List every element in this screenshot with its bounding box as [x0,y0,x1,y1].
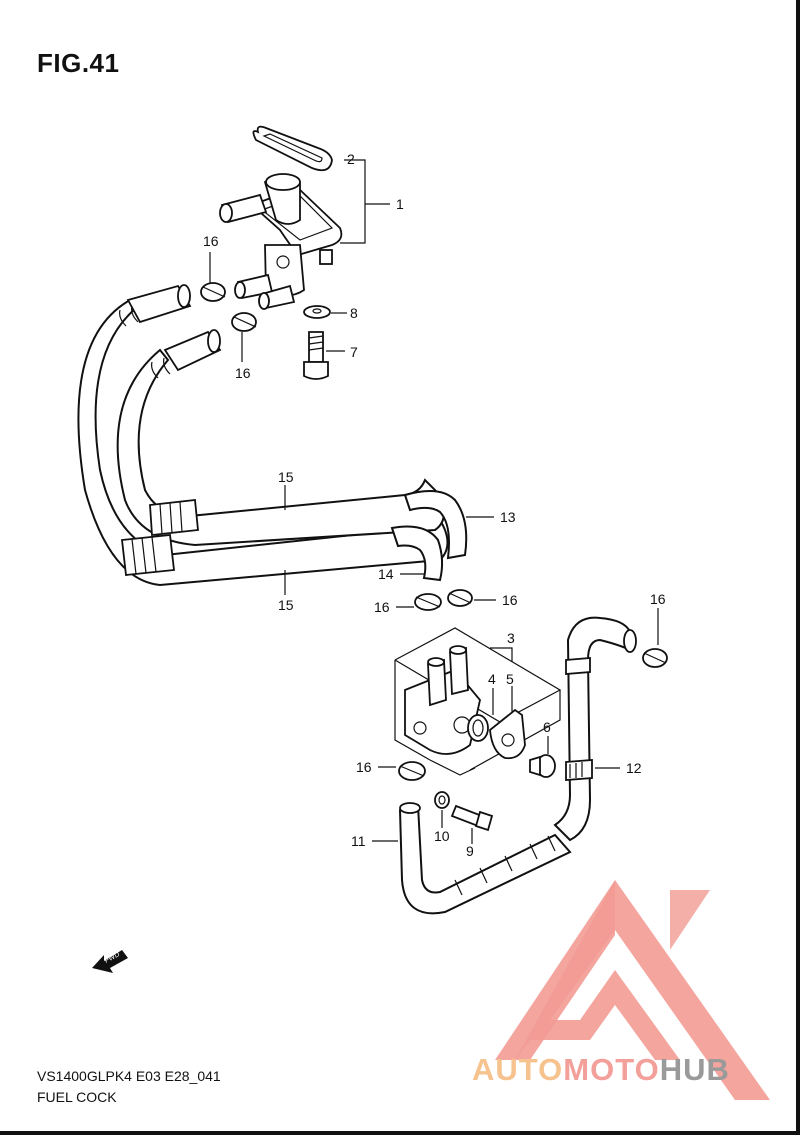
hose-part-12[interactable] [553,616,637,842]
callout-16-f: 16 [356,759,372,775]
fwd-arrow-icon: FWD [92,950,128,973]
callout-3: 3 [507,630,515,646]
callout-9: 9 [466,843,474,859]
bolt-part-7[interactable] [303,331,329,380]
callout-16-c: 16 [374,599,390,615]
washer-part-10[interactable] [434,791,450,809]
hose-part-14[interactable] [390,525,444,582]
clamp-part-16-mid-a[interactable] [414,593,442,611]
callout-7: 7 [350,344,358,360]
callout-15-a: 15 [278,469,294,485]
automotohub-logo-text: AUTOMOTOHUB [472,1052,730,1087]
callout-16-d: 16 [502,592,518,608]
callout-8: 8 [350,305,358,321]
washer-part-8[interactable] [303,305,331,319]
gasket-part-2[interactable] [252,125,333,172]
callout-11: 11 [351,833,366,849]
callout-16-e: 16 [650,591,666,607]
lever-part-5[interactable] [489,708,526,760]
callout-4: 4 [488,671,496,687]
fuel-cock-part-1[interactable] [219,173,343,310]
hose-part-11[interactable] [398,802,572,915]
callout-10: 10 [434,828,450,844]
clamp-part-16-mid-b[interactable] [447,589,473,607]
callout-2: 2 [347,151,355,167]
valve-body-part-3[interactable] [404,645,481,755]
hose-collar-lower-b [121,534,175,576]
hose-part-15-lower[interactable] [116,329,445,547]
callout-16-a: 16 [203,233,219,249]
clamp-part-16-top-a[interactable] [200,282,226,302]
callout-16-b: 16 [235,365,251,381]
section-name: FUEL COCK [37,1089,117,1105]
bolt-part-9[interactable] [450,804,494,832]
figure-footer: VS1400GLPK4 E03 E28_041 FUEL COCK [37,1066,221,1108]
automotohub-logo-emblem [495,880,770,1100]
clamp-part-16-top-b[interactable] [231,312,257,332]
callout-1: 1 [396,196,404,212]
figure-title: FIG.41 [37,48,120,78]
callout-15-b: 15 [278,597,294,613]
callout-14: 14 [378,566,394,582]
hose-part-13[interactable] [403,490,468,560]
callout-12: 12 [626,760,642,776]
callout-6: 6 [543,719,551,735]
model-code: VS1400GLPK4 E03 E28_041 [37,1068,221,1084]
screw-part-6[interactable] [529,754,556,778]
callout-13: 13 [500,509,516,525]
clamp-part-16-lower[interactable] [398,761,426,781]
clamp-part-16-right[interactable] [642,648,668,668]
callout-5: 5 [506,671,514,687]
o-ring-part-4[interactable] [467,714,489,742]
hose-collar-lower-a [149,499,199,536]
